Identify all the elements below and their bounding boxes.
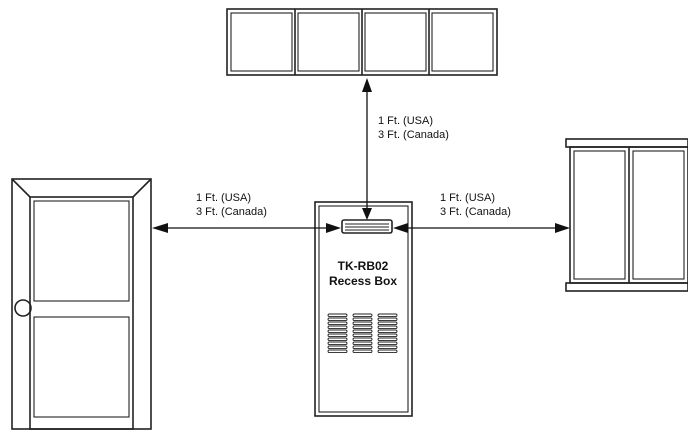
vent-slot <box>377 337 398 342</box>
side-window-bottom-sill <box>565 282 688 292</box>
right-clearance-canada: 3 Ft. (Canada) <box>440 206 511 218</box>
vent-slot <box>327 337 348 342</box>
vent-slot <box>327 349 348 354</box>
top-window <box>226 8 498 76</box>
side-window <box>565 138 688 292</box>
vent-slot <box>327 317 348 322</box>
vent-slot <box>352 325 373 330</box>
door-outer-frame <box>11 178 152 430</box>
vent-slot <box>352 337 373 342</box>
vent-slot <box>327 345 348 350</box>
recess-box <box>314 201 413 417</box>
vent-slot <box>377 349 398 354</box>
vent-slot <box>377 333 398 338</box>
top-window-pane-1 <box>230 12 293 72</box>
top-clearance-canada: 3 Ft. (Canada) <box>378 129 449 141</box>
top-window-pane-2 <box>297 12 360 72</box>
vent-slot <box>352 329 373 334</box>
left-arrowhead-left <box>152 223 168 233</box>
top-arrowhead-up <box>362 78 372 92</box>
vent-slot <box>327 325 348 330</box>
door-panel <box>29 196 134 430</box>
recess-box-outer <box>314 201 413 417</box>
recess-box-inner <box>318 205 409 413</box>
top-clearance-usa: 1 Ft. (USA) <box>378 115 433 127</box>
side-window-top-sill <box>565 138 688 148</box>
door <box>11 178 152 430</box>
vent-slot <box>377 317 398 322</box>
right-arrowhead-right <box>555 223 570 233</box>
vent-slot <box>352 345 373 350</box>
vent-slot <box>377 341 398 346</box>
vent-slot <box>352 321 373 326</box>
left-clearance-usa: 1 Ft. (USA) <box>196 192 251 204</box>
vent-slot <box>352 341 373 346</box>
door-upper-inset <box>33 200 130 302</box>
vent-slot <box>327 329 348 334</box>
vent-slot <box>352 349 373 354</box>
recess-box-name: Recess Box <box>329 274 397 288</box>
vent-slot <box>377 329 398 334</box>
vent-slot <box>352 313 373 318</box>
clearance-arrows <box>152 78 570 233</box>
vent-slot <box>327 321 348 326</box>
vent-slot <box>327 333 348 338</box>
vent-slot <box>327 313 348 318</box>
right-clearance-usa: 1 Ft. (USA) <box>440 192 495 204</box>
door-lower-inset <box>33 316 130 418</box>
vent-slot <box>327 341 348 346</box>
vent-slot <box>377 345 398 350</box>
left-clearance-canada: 3 Ft. (Canada) <box>196 206 267 218</box>
side-window-pane-1 <box>573 150 626 280</box>
vent-slot <box>377 313 398 318</box>
top-window-pane-3 <box>364 12 427 72</box>
door-knob <box>14 299 32 317</box>
top-window-pane-4 <box>431 12 494 72</box>
side-window-pane-2 <box>632 150 685 280</box>
left-arrowhead-right <box>326 223 341 233</box>
vent-louvers <box>327 313 398 354</box>
vent-slot <box>352 317 373 322</box>
vent-slot <box>377 325 398 330</box>
intake-grill <box>341 219 393 234</box>
top-arrowhead-down <box>362 208 372 220</box>
vent-slot <box>377 321 398 326</box>
recess-box-model: TK-RB02 <box>338 259 389 273</box>
vent-slot <box>352 333 373 338</box>
right-arrowhead-left <box>393 223 408 233</box>
